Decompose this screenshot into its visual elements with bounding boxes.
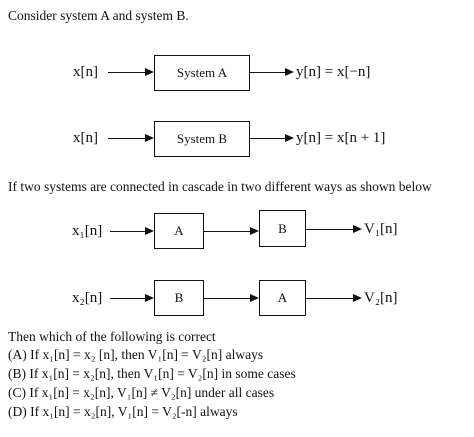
cascade1-mid-arrow-icon — [250, 227, 259, 235]
option-c: (C) If x₁[n] = x₂[n], V₁[n] ≠ V₂[n] unde… — [8, 385, 274, 401]
cascade2-box2-label: A — [277, 290, 288, 305]
system-b-output: y[n] = x[n + 1] — [296, 130, 386, 146]
cascade1-mid-line — [204, 231, 251, 232]
cascade2-output-line — [306, 298, 354, 299]
system-a-output-line — [250, 72, 286, 73]
option-c-text: (C) If x₁[n] = x₂[n], V₁[n] ≠ V₂[n] unde… — [8, 385, 275, 400]
cascade1-output-line — [306, 229, 354, 230]
system-b-output-arrow-icon — [285, 134, 294, 142]
cascade1-box2-label: B — [278, 220, 287, 236]
system-a-box: System A — [154, 55, 250, 91]
cascade1-input: x₁[n] — [72, 223, 103, 239]
system-a-input-line — [108, 72, 146, 73]
system-a-output: y[n] = x[−n] — [296, 64, 371, 80]
option-d-text: (D) If x₁[n] = x₂[n], V₁[n] = V₂[-n] alw… — [8, 404, 238, 419]
question-text: Then which of the following is correct — [8, 329, 216, 344]
system-b-input: x[n] — [73, 130, 98, 146]
cascade2-box1: B — [154, 280, 204, 316]
cascade1-box2: B — [259, 210, 306, 247]
cascade2-box2: A — [259, 280, 306, 316]
cascade2-input-line — [110, 298, 146, 299]
option-b: (B) If x₁[n] = x₂[n], then V₁[n] = V₂[n]… — [8, 366, 296, 382]
system-a-input: x[n] — [73, 64, 98, 80]
intro-text: Consider system A and system B. — [8, 8, 189, 23]
system-b-output-line — [250, 138, 286, 139]
cascade2-mid-arrow-icon — [250, 294, 259, 302]
cascade2-output: V₂[n] — [364, 290, 398, 306]
cascade1-output: V₁[n] — [364, 221, 398, 237]
system-a-output-arrow-icon — [285, 68, 294, 76]
system-b-input-line — [108, 138, 146, 139]
system-b-input-arrow-icon — [145, 134, 154, 142]
option-b-text: (B) If x₁[n] = x₂[n], then V₁[n] = V₂[n]… — [8, 366, 296, 381]
option-a-text: (A) If x₁[n] = x₂ [n], then V₁[n] = V₂[n… — [8, 347, 264, 362]
system-a-label: System A — [176, 65, 228, 80]
cascade2-input: x₂[n] — [72, 290, 103, 306]
cascade1-box1: A — [154, 213, 204, 249]
option-a: (A) If x₁[n] = x₂ [n], then V₁[n] = V₂[n… — [8, 347, 263, 363]
system-a-input-arrow-icon — [145, 68, 154, 76]
cascade1-input-line — [110, 231, 146, 232]
option-d: (D) If x₁[n] = x₂[n], V₁[n] = V₂[-n] alw… — [8, 404, 238, 420]
system-b-label: System B — [176, 131, 228, 146]
cascade2-output-arrow-icon — [353, 294, 362, 302]
cascade1-output-arrow-icon — [353, 225, 362, 233]
cascade2-box1-label: B — [174, 290, 184, 305]
cascade-text: If two systems are connected in cascade … — [8, 179, 432, 194]
cascade2-input-arrow-icon — [145, 294, 154, 302]
cascade2-mid-line — [204, 298, 251, 299]
system-b-box: System B — [154, 121, 250, 157]
cascade1-input-arrow-icon — [145, 227, 154, 235]
cascade1-box1-label: A — [174, 223, 184, 238]
